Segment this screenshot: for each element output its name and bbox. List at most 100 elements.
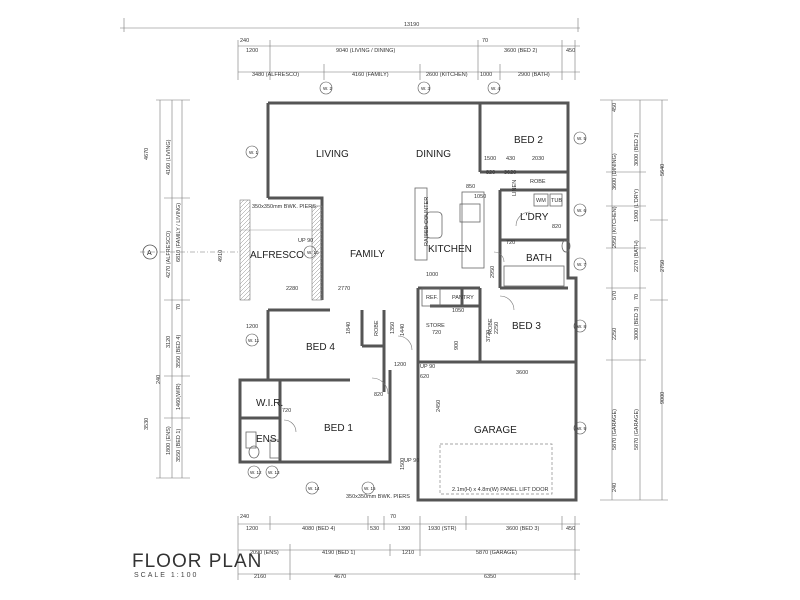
dim-left-3530: 3530 xyxy=(144,418,150,430)
dim-bot-240: 240 xyxy=(240,514,249,520)
room-bed-2: BED 2 xyxy=(514,135,543,146)
dim-left-alfresco: 4270 (ALFRESCO) xyxy=(166,231,172,278)
label-robe-bed3: ROBE xyxy=(488,318,494,334)
label-robe-bed4: ROBE xyxy=(374,320,380,336)
svg-text:W. 14: W. 14 xyxy=(308,486,320,491)
svg-text:W. 11: W. 11 xyxy=(248,338,260,343)
label-store: STORE xyxy=(426,323,445,329)
dim-820-c: 820 xyxy=(374,392,383,398)
plan-title: FLOOR PLAN xyxy=(132,551,263,572)
room-wir: W.I.R. xyxy=(256,398,283,409)
dim-left-4670: 4670 xyxy=(144,148,150,160)
dim-900: 900 xyxy=(454,341,460,350)
dim-left-bed4: 3550 (BED 4) xyxy=(176,335,182,368)
dim-top-70: 70 xyxy=(482,38,488,44)
svg-text:W. 4: W. 4 xyxy=(491,86,500,91)
room-bed-3: BED 3 xyxy=(512,321,541,332)
dim-bot-530: 530 xyxy=(370,526,379,532)
label-up-90-a: UP 90 xyxy=(298,238,313,244)
dim-right-570: 570 xyxy=(612,291,618,300)
wet-area-fixtures xyxy=(245,193,571,459)
dim-right-5640: 5640 xyxy=(660,164,666,176)
dim-1200-a: 1200 xyxy=(246,324,258,330)
svg-text:W. 2: W. 2 xyxy=(323,86,332,91)
svg-text:W. 7: W. 7 xyxy=(577,262,586,267)
dim-1440: 1440 xyxy=(400,324,406,336)
dim-820-a: 820 xyxy=(486,170,495,176)
svg-text:W. 12: W. 12 xyxy=(250,470,262,475)
svg-text:W. 3: W. 3 xyxy=(421,86,430,91)
window-marker-w8: W. 8 xyxy=(573,319,586,333)
window-marker-w9: W. 9 xyxy=(573,421,586,435)
dim-bot-6350: 6350 xyxy=(484,574,496,580)
dim-bot-bed3: 3600 (BED 3) xyxy=(506,526,539,532)
dim-right-garage-a: 5870 (GARAGE) xyxy=(612,409,618,450)
dim-3620: 3620 xyxy=(504,170,516,176)
dim-top-alfresco: 3480 (ALFRESCO) xyxy=(252,72,299,78)
dim-720-a: 720 xyxy=(506,240,515,246)
window-marker-w10: W. 10 xyxy=(303,245,319,259)
dim-bot-bed4: 4080 (BED 4) xyxy=(302,526,335,532)
label-tub: TUB xyxy=(551,198,562,204)
room-living: LIVING xyxy=(316,149,349,160)
svg-text:W. 15: W. 15 xyxy=(364,486,376,491)
label-linen: LINEN xyxy=(512,180,518,196)
dim-bot-bed1: 4190 (BED 1) xyxy=(322,550,355,556)
window-marker-w5: W. 5 xyxy=(573,131,586,145)
dim-620: 620 xyxy=(420,374,429,380)
kitchen-fixtures xyxy=(414,187,485,307)
dim-right-garage-b: 5870 (GARAGE) xyxy=(634,409,640,450)
dim-bot-1390: 1390 xyxy=(398,526,410,532)
dim-left-3120: 3120 xyxy=(166,336,172,348)
svg-text:W. 6: W. 6 xyxy=(577,208,586,213)
dim-bot-garage: 5870 (GARAGE) xyxy=(476,550,517,556)
dim-850: 850 xyxy=(466,184,475,190)
label-ref: REF. xyxy=(426,295,438,301)
window-marker-w3: W. 3 xyxy=(417,81,430,95)
dim-2280: 2280 xyxy=(286,286,298,292)
dim-top-living-dining: 9040 (LIVING / DINING) xyxy=(336,48,395,54)
dim-right-9000: 9000 xyxy=(660,392,666,404)
dim-1840: 1840 xyxy=(346,322,352,334)
dim-1200-b: 1200 xyxy=(394,362,406,368)
svg-text:W. 8: W. 8 xyxy=(577,324,586,329)
dim-bot-4670: 4670 xyxy=(334,574,346,580)
label-up-90-c: UP 90 xyxy=(404,458,419,464)
dim-1500-b: 1500 xyxy=(400,458,406,470)
label-robe-bed2: ROBE xyxy=(530,179,546,185)
dim-1050-a: 1050 xyxy=(474,194,486,200)
window-marker-w2: W. 2 xyxy=(319,81,332,95)
dim-1350: 1350 xyxy=(390,322,396,334)
dim-right-dining: 3600 (DINING) xyxy=(612,153,618,190)
dim-left-family-living: 6810 (FAMILY / LIVING) xyxy=(176,203,182,262)
dim-2770: 2770 xyxy=(338,286,350,292)
dim-left-bed1: 3550 (BED 1) xyxy=(176,429,182,462)
dim-bot-1200: 1200 xyxy=(246,526,258,532)
window-marker-w1: W. 1 xyxy=(245,145,258,159)
dim-bot-1210: 1210 xyxy=(402,550,414,556)
window-marker-w14: W. 14 xyxy=(305,481,320,495)
label-piers-alfresco: 350x350mm BWK. PIERS xyxy=(252,204,316,210)
dim-2030: 2030 xyxy=(532,156,544,162)
room-garage: GARAGE xyxy=(474,425,517,436)
room-bed-4: BED 4 xyxy=(306,342,335,353)
svg-text:W. 9: W. 9 xyxy=(577,426,586,431)
dim-2250: 2250 xyxy=(494,322,500,334)
dim-right-2250: 2250 xyxy=(612,328,618,340)
window-marker-w7: W. 7 xyxy=(573,257,586,271)
dim-left-living: 4160 (LIVING) xyxy=(166,139,172,175)
dim-top-bath: 2900 (BATH) xyxy=(518,72,550,78)
dim-3600: 3600 xyxy=(516,370,528,376)
dim-top-450: 450 xyxy=(566,48,575,54)
label-pantry: PANTRY xyxy=(452,295,474,301)
window-marker-w12: W. 12 xyxy=(247,465,262,479)
dim-top-1000: 1000 xyxy=(480,72,492,78)
dim-right-laundry: 1900 (L'DRY) xyxy=(634,189,640,222)
dim-right-450: 450 xyxy=(612,103,618,112)
dim-820-b: 820 xyxy=(552,224,561,230)
svg-text:A: A xyxy=(147,250,152,257)
label-panel-lift-door: 2.1m(H) x 4.8m(W) PANEL LIFT DOOR xyxy=(452,487,548,493)
label-piers-bed1: 350x350mm BWK. PIERS xyxy=(346,494,410,500)
dim-right-bath: 2270 (BATH) xyxy=(634,240,640,272)
dim-right-bed3: 3000 (BED 3) xyxy=(634,307,640,340)
